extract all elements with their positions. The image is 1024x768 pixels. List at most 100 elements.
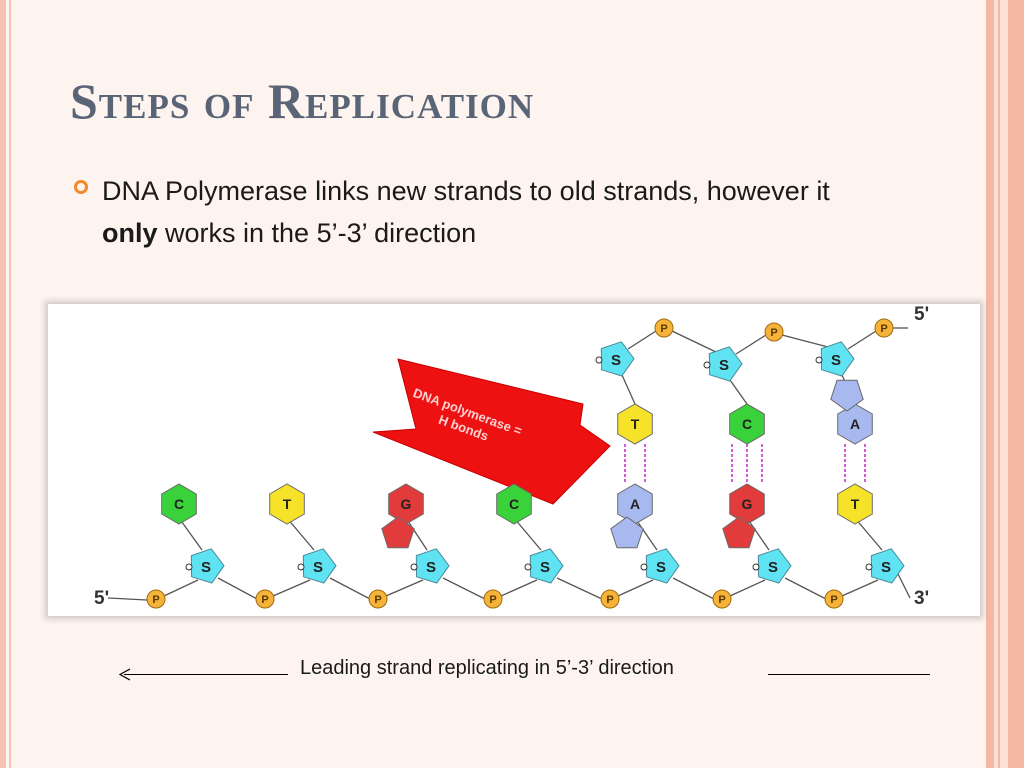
label-bottom-left-5prime: 5' [94,588,109,609]
base-top-2-label: A [850,416,860,432]
backbone-line-b4 [672,577,715,600]
sugar-bottom-0 [190,548,225,584]
backbone-line-5 [729,579,766,597]
base-bottom-3-label: C [509,496,519,512]
backbone-line-b2 [442,577,486,600]
base-bottom-3 [496,483,532,525]
left-frame-stripe [0,0,6,768]
base-link-4 [634,517,658,551]
sugar-bottom-1 [302,548,337,584]
bullet-text-bold: only [102,218,158,248]
base-link-2 [405,517,428,551]
bullet-text: DNA Polymerase links new strands to old … [102,170,962,254]
base-bottom-6-label: T [851,496,860,512]
backbone-line-b5 [784,577,827,600]
top-base-link-0 [621,374,636,405]
backbone-line-b3 [556,577,603,600]
base-bottom-4-label: A [630,496,640,512]
left-frame-thin-stripe [9,0,11,768]
phosphate-bottom-2 [368,589,388,609]
caption-text: Leading strand replicating in 5’-3’ dire… [300,657,674,679]
top-backbone-link-1 [781,334,829,348]
phosphate-bottom-4 [600,589,620,609]
sugar-bottom-5 [757,548,792,584]
phosphate-bottom-5-label: P [718,594,725,606]
phosphate-top-2-label: P [880,323,887,335]
right-frame-stripes [980,0,1024,768]
base-bottom-5-ring [722,516,756,549]
phosphate-bottom-6-label: P [830,594,837,606]
sugar-top-0-oh [595,356,603,364]
backbone-line-4 [617,579,654,597]
sugar-bottom-2-label: S [426,559,436,576]
phosphate-bottom-3-label: P [489,594,496,606]
base-bottom-1 [269,483,305,525]
backbone-line-1 [272,579,311,597]
backbone-line-3 [500,579,538,597]
sugar-bottom-3-label: S [540,559,550,576]
base-link-3 [513,517,542,551]
top-backbone-line-1 [735,334,767,355]
label-bottom-right-3prime: 3' [914,588,929,609]
sugar-bottom-4-label: S [656,559,666,576]
dna-replication-diagram: DNA polymerase = H bonds P S C P S T P S G P S C P S A… [48,304,980,616]
base-top-2 [837,403,873,445]
base-bottom-6 [837,483,873,525]
slide-title: Steps of Replication [70,73,535,129]
sugar-bottom-5-oh [752,563,760,571]
label-top-right-5prime: 5' [914,304,929,325]
sugar-bottom-4-oh [640,563,648,571]
caption-left-arrowhead-icon [118,668,131,681]
sugar-bottom-1-label: S [313,559,323,576]
sugar-top-2 [820,341,855,377]
backbone-start-line [107,597,148,601]
dna-polymerase-arrow: DNA polymerase = H bonds [372,358,611,505]
sugar-bottom-0-label: S [201,559,211,576]
phosphate-top-0 [654,318,674,338]
top-base-link-1 [729,379,748,405]
base-bottom-2-ring [381,516,415,549]
phosphate-bottom-1 [255,589,275,609]
backbone-line-b1 [329,577,371,600]
phosphate-bottom-1-label: P [261,594,268,606]
sugar-bottom-6-label: S [881,559,891,576]
backbone-line-0 [163,579,199,597]
sugar-bottom-6-oh [865,563,873,571]
top-backbone-line-0 [627,330,657,350]
base-link-1 [286,517,315,551]
sugar-bottom-3 [529,548,564,584]
base-bottom-0-label: C [174,496,184,512]
base-bottom-5-label: G [742,496,753,512]
sugar-bottom-4 [645,548,680,584]
sugar-bottom-2 [415,548,450,584]
base-bottom-4-ring [610,516,644,549]
phosphate-bottom-0 [146,589,166,609]
phosphate-top-1 [764,322,784,342]
sugar-bottom-5-label: S [768,559,778,576]
backbone-end-line [897,573,911,599]
sugar-top-0 [600,341,635,377]
base-link-5 [746,517,770,551]
sugar-bottom-1-oh [297,563,305,571]
base-top-2-ring [830,379,864,412]
bullet-circle-icon [74,180,88,194]
base-bottom-1-label: T [283,496,292,512]
backbone-line-2 [385,579,424,597]
base-top-1 [729,403,765,445]
caption-left-arrow-line [124,674,288,675]
top-backbone-line-2 [847,330,877,350]
sugar-top-2-oh [815,356,823,364]
sugar-top-1 [708,346,743,382]
base-top-1-label: C [742,416,752,432]
base-bottom-0 [161,483,197,525]
backbone-line-b0 [217,577,258,600]
bullet-text-part1: DNA Polymerase links new strands to old … [102,176,830,206]
base-link-0 [178,517,203,551]
phosphate-bottom-6 [824,589,844,609]
sugar-bottom-6 [870,548,905,584]
sugar-top-0-label: S [611,352,621,369]
base-top-0-label: T [631,416,640,432]
phosphate-bottom-4-label: P [606,594,613,606]
sugar-bottom-2-oh [410,563,418,571]
